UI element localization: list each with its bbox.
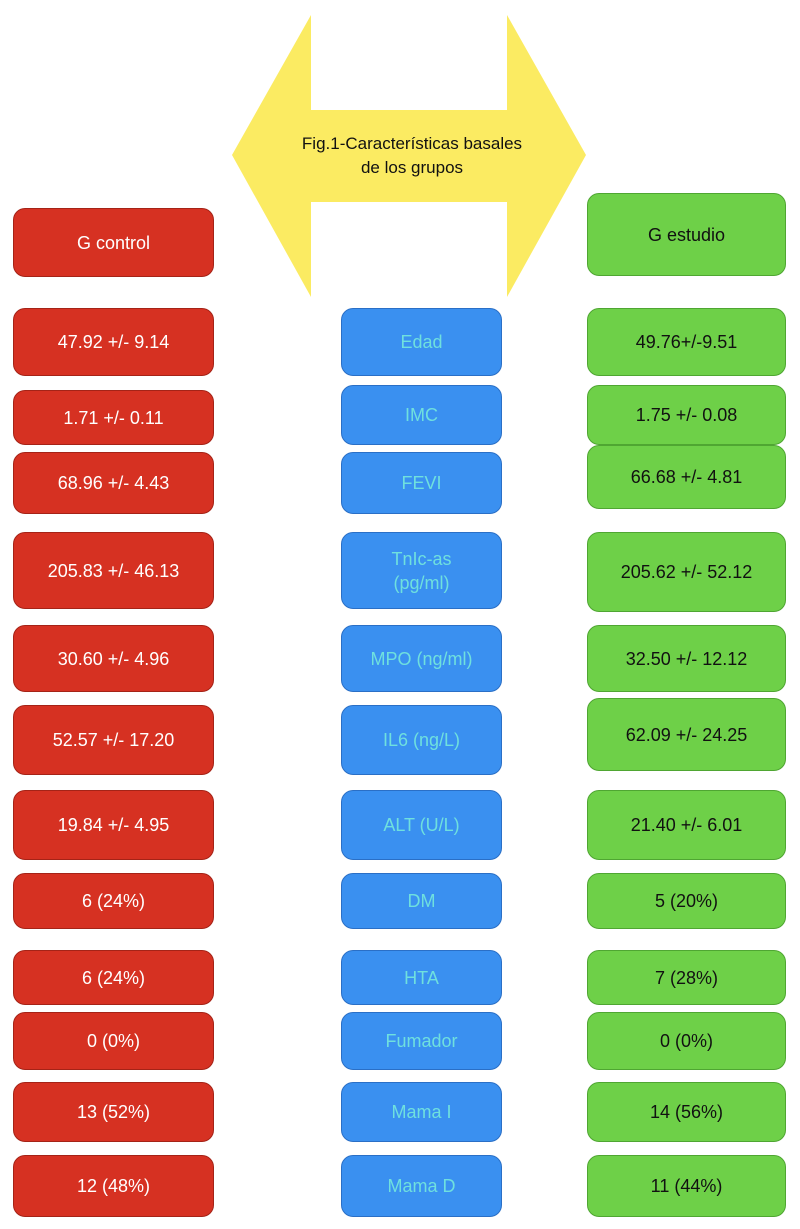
control-value-cell: 52.57 +/- 17.20: [13, 705, 214, 775]
study-value-cell: 0 (0%): [587, 1012, 786, 1070]
variable-label-cell: ALT (U/L): [341, 790, 502, 860]
control-value-cell: 6 (24%): [13, 873, 214, 929]
control-value-cell: 30.60 +/- 4.96: [13, 625, 214, 692]
variable-label-cell: Edad: [341, 308, 502, 376]
control-value-cell: 12 (48%): [13, 1155, 214, 1217]
figure-title-line-2: de los grupos: [360, 158, 464, 177]
variable-label-cell: Mama D: [341, 1155, 502, 1217]
variable-label-cell: Fumador: [341, 1012, 502, 1070]
variable-label-cell: TnIc-as(pg/ml): [341, 532, 502, 609]
control-value-cell: 47.92 +/- 9.14: [13, 308, 214, 376]
study-value-cell: 11 (44%): [587, 1155, 786, 1217]
variable-label-cell: Mama I: [341, 1082, 502, 1142]
control-value-cell: 205.83 +/- 46.13: [13, 532, 214, 609]
control-value-cell: 68.96 +/- 4.43: [13, 452, 214, 514]
variable-label-cell: IL6 (ng/L): [341, 705, 502, 775]
control-value-cell: 0 (0%): [13, 1012, 214, 1070]
control-group-header: G control: [13, 208, 214, 277]
study-value-cell: 5 (20%): [587, 873, 786, 929]
variable-label-cell: FEVI: [341, 452, 502, 514]
study-value-cell: 205.62 +/- 52.12: [587, 532, 786, 612]
study-value-cell: 7 (28%): [587, 950, 786, 1005]
study-value-cell: 32.50 +/- 12.12: [587, 625, 786, 692]
control-value-cell: 1.71 +/- 0.11: [13, 390, 214, 445]
study-value-cell: 62.09 +/- 24.25: [587, 698, 786, 771]
control-value-cell: 19.84 +/- 4.95: [13, 790, 214, 860]
control-value-cell: 6 (24%): [13, 950, 214, 1005]
variable-label-cell: DM: [341, 873, 502, 929]
control-value-cell: 13 (52%): [13, 1082, 214, 1142]
figure-title: Fig.1-Características basales de los gru…: [262, 132, 562, 180]
study-value-cell: 14 (56%): [587, 1082, 786, 1142]
study-group-header: G estudio: [587, 193, 786, 276]
figure-title-line-1: Fig.1-Características basales: [301, 134, 523, 153]
variable-label-cell: MPO (ng/ml): [341, 625, 502, 692]
double-arrow-shape: [232, 15, 586, 297]
study-value-cell: 49.76+/-9.51: [587, 308, 786, 376]
study-value-cell: 1.75 +/- 0.08: [587, 385, 786, 445]
variable-label-cell: HTA: [341, 950, 502, 1005]
variable-label-cell: IMC: [341, 385, 502, 445]
double-arrow-polygon: [232, 15, 586, 297]
study-value-cell: 66.68 +/- 4.81: [587, 445, 786, 509]
study-value-cell: 21.40 +/- 6.01: [587, 790, 786, 860]
